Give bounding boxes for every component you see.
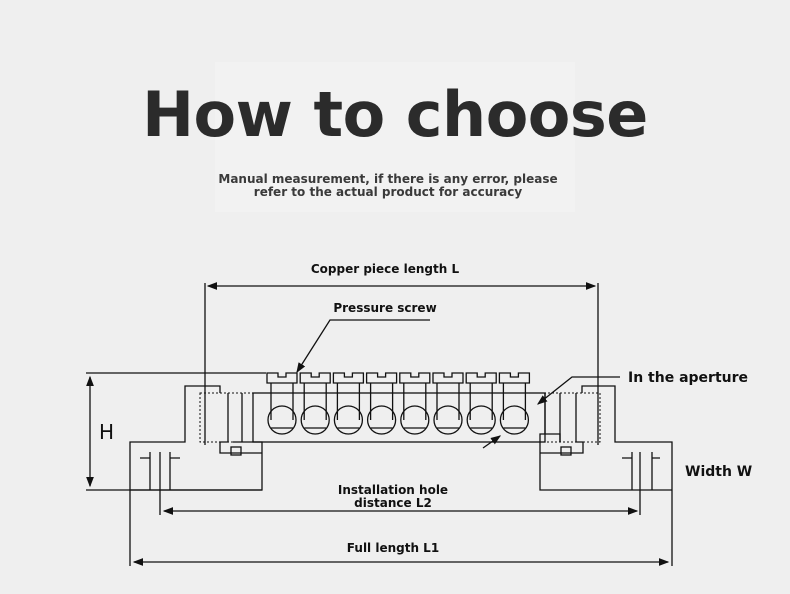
screw-shank <box>336 383 361 429</box>
screw-shank <box>369 383 394 429</box>
right-nut <box>560 446 572 456</box>
screw-head <box>432 372 464 384</box>
pressure-screw-leader <box>296 319 430 374</box>
wire-hole <box>333 405 364 435</box>
copper-length-label: Copper piece length L <box>311 262 460 276</box>
subtitle-line-1: Manual measurement, if there is any erro… <box>218 172 558 186</box>
screw-head <box>465 372 497 384</box>
screw <box>266 372 298 435</box>
screw-shank <box>403 383 427 429</box>
screw-shank <box>502 383 527 429</box>
screw-shank <box>469 383 493 429</box>
wire-hole <box>433 405 463 435</box>
screw-head <box>299 372 331 384</box>
width-label: Width W <box>685 464 752 480</box>
screw-shank <box>303 383 327 429</box>
screw-head <box>399 372 431 384</box>
right-bracket <box>539 385 673 491</box>
screw-head <box>498 372 531 384</box>
right-mount-slot <box>622 452 660 515</box>
wire-hole <box>366 405 397 435</box>
subtitle-line-2: refer to the actual product for accuracy <box>253 185 523 199</box>
full-length-label: Full length L1 <box>347 541 439 555</box>
height-label: H <box>99 420 114 444</box>
wire-hole <box>400 405 430 435</box>
screw <box>498 372 531 435</box>
left-mount-slot <box>140 452 180 515</box>
aperture-label: In the aperture <box>628 370 748 386</box>
install-hole-label-2: distance L2 <box>354 496 432 510</box>
install-hole-label-1: Installation hole <box>338 483 448 497</box>
left-nut <box>230 446 242 456</box>
screw <box>399 372 431 435</box>
screw-shank <box>270 383 294 429</box>
left-bracket <box>129 385 263 491</box>
page-title: How to choose <box>142 78 648 151</box>
wire-hole <box>300 405 330 435</box>
screw-head <box>332 372 365 384</box>
wire-hole <box>466 405 496 435</box>
wire-hole <box>267 405 297 435</box>
screw <box>332 372 365 435</box>
screw <box>465 372 497 435</box>
screw <box>299 372 331 435</box>
screw <box>432 372 464 435</box>
aperture-leader <box>536 376 620 405</box>
screw-head <box>365 372 398 384</box>
screw <box>365 372 398 435</box>
copper-bar-dotted <box>199 392 601 443</box>
screw-shank <box>436 383 460 429</box>
title-panel <box>215 62 575 212</box>
wire-hole <box>499 405 530 435</box>
pressure-screw-label: Pressure screw <box>333 301 436 315</box>
screw-head <box>266 372 298 384</box>
